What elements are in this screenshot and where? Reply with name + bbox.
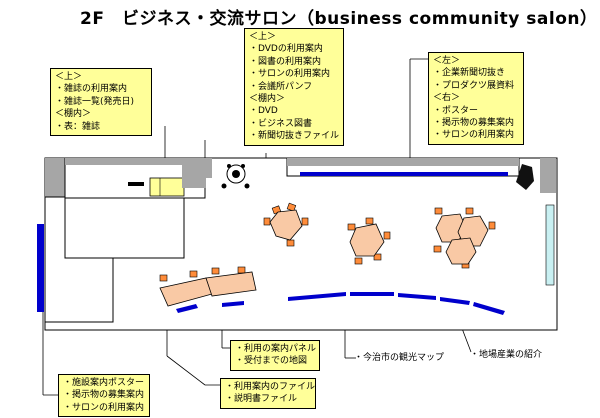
table-group-3 — [433, 207, 496, 269]
top-wall-strip — [65, 158, 205, 165]
note-line: ＜右＞ — [433, 93, 461, 104]
note-line: ・DVDの利用案内 — [249, 44, 323, 55]
note-line: ・プロダクツ展資料 — [433, 80, 515, 91]
note-line: ＜棚内＞ — [55, 109, 92, 120]
label-local-industry: ・地場産業の紹介 — [470, 350, 543, 360]
note-line: ・利用案内のファイル — [225, 382, 316, 392]
note-line: ・新聞切抜きファイル — [249, 131, 340, 142]
note-line: ＜上＞ — [249, 32, 277, 42]
note-line: ・サロンの利用案内 — [249, 69, 331, 80]
pillar — [182, 158, 206, 188]
right-screen — [545, 204, 555, 286]
note-line: ・利用の案内パネル — [235, 344, 317, 354]
counter-marker — [128, 182, 144, 186]
counter-area — [64, 197, 185, 259]
note-line: ・説明書ファイル — [225, 394, 298, 405]
note-line: ・ポスター — [433, 105, 479, 116]
note-line: ・施設案内ポスター — [63, 378, 145, 388]
note-line: ・DVD — [249, 106, 278, 117]
wall-bulletin — [300, 172, 508, 176]
note-line: ＜左＞ — [433, 56, 461, 66]
note-magazines: ＜上＞ ・雑誌の利用案内 ・雑誌一覧(発売日) ＜棚内＞ ・表：雑誌 — [50, 68, 152, 137]
note-line: ・表：雑誌 — [55, 121, 101, 132]
note-line: ＜棚内＞ — [249, 94, 286, 105]
note-line: ・会議所パンフ — [249, 81, 313, 92]
note-wall-right: ＜左＞ ・企業新聞切抜き ・プロダクツ展資料 ＜右＞ ・ポスター ・掲示物の募集… — [428, 52, 524, 145]
wall-block-left — [45, 158, 65, 198]
note-left-wall: ・施設案内ポスター ・掲示物の募集案内 ・サロンの利用案内 — [58, 374, 150, 418]
note-line: ・サロンの利用案内 — [433, 130, 515, 141]
note-line: ・掲示物の募集案内 — [433, 118, 515, 129]
note-line: ・掲示物の募集案内 — [63, 390, 145, 401]
note-line: ・雑誌の利用案内 — [55, 84, 128, 95]
note-line: ・企業新聞切抜き — [433, 68, 506, 79]
blue-panels — [176, 292, 505, 315]
note-line: ・サロンの利用案内 — [63, 402, 145, 413]
front-desks — [159, 266, 257, 307]
table-group-2 — [347, 217, 391, 265]
note-panels: ・利用の案内パネル ・受付までの地図 — [230, 340, 320, 371]
note-line: ・受付までの地図 — [235, 356, 308, 367]
left-wall-panel — [37, 224, 44, 312]
note-line: ・ビジネス図書 — [249, 118, 313, 129]
note-line: ・雑誌一覧(発売日) — [55, 96, 135, 107]
note-line: ・図書の利用案内 — [249, 56, 322, 67]
note-files: ・利用案内のファイル ・説明書ファイル — [220, 378, 316, 409]
table-group-1 — [263, 202, 309, 247]
plant — [516, 164, 534, 190]
magazine-rack — [149, 177, 185, 197]
page-title: 2F ビジネス・交流サロン（business community salon） — [80, 9, 598, 29]
note-line: ＜上＞ — [55, 72, 83, 82]
label-tourism-map: ・今治市の観光マップ — [354, 353, 445, 363]
right-pillar — [540, 158, 556, 193]
note-dvd-books: ＜上＞ ・DVDの利用案内 ・図書の利用案内 ・サロンの利用案内 ・会議所パンフ… — [244, 28, 344, 146]
